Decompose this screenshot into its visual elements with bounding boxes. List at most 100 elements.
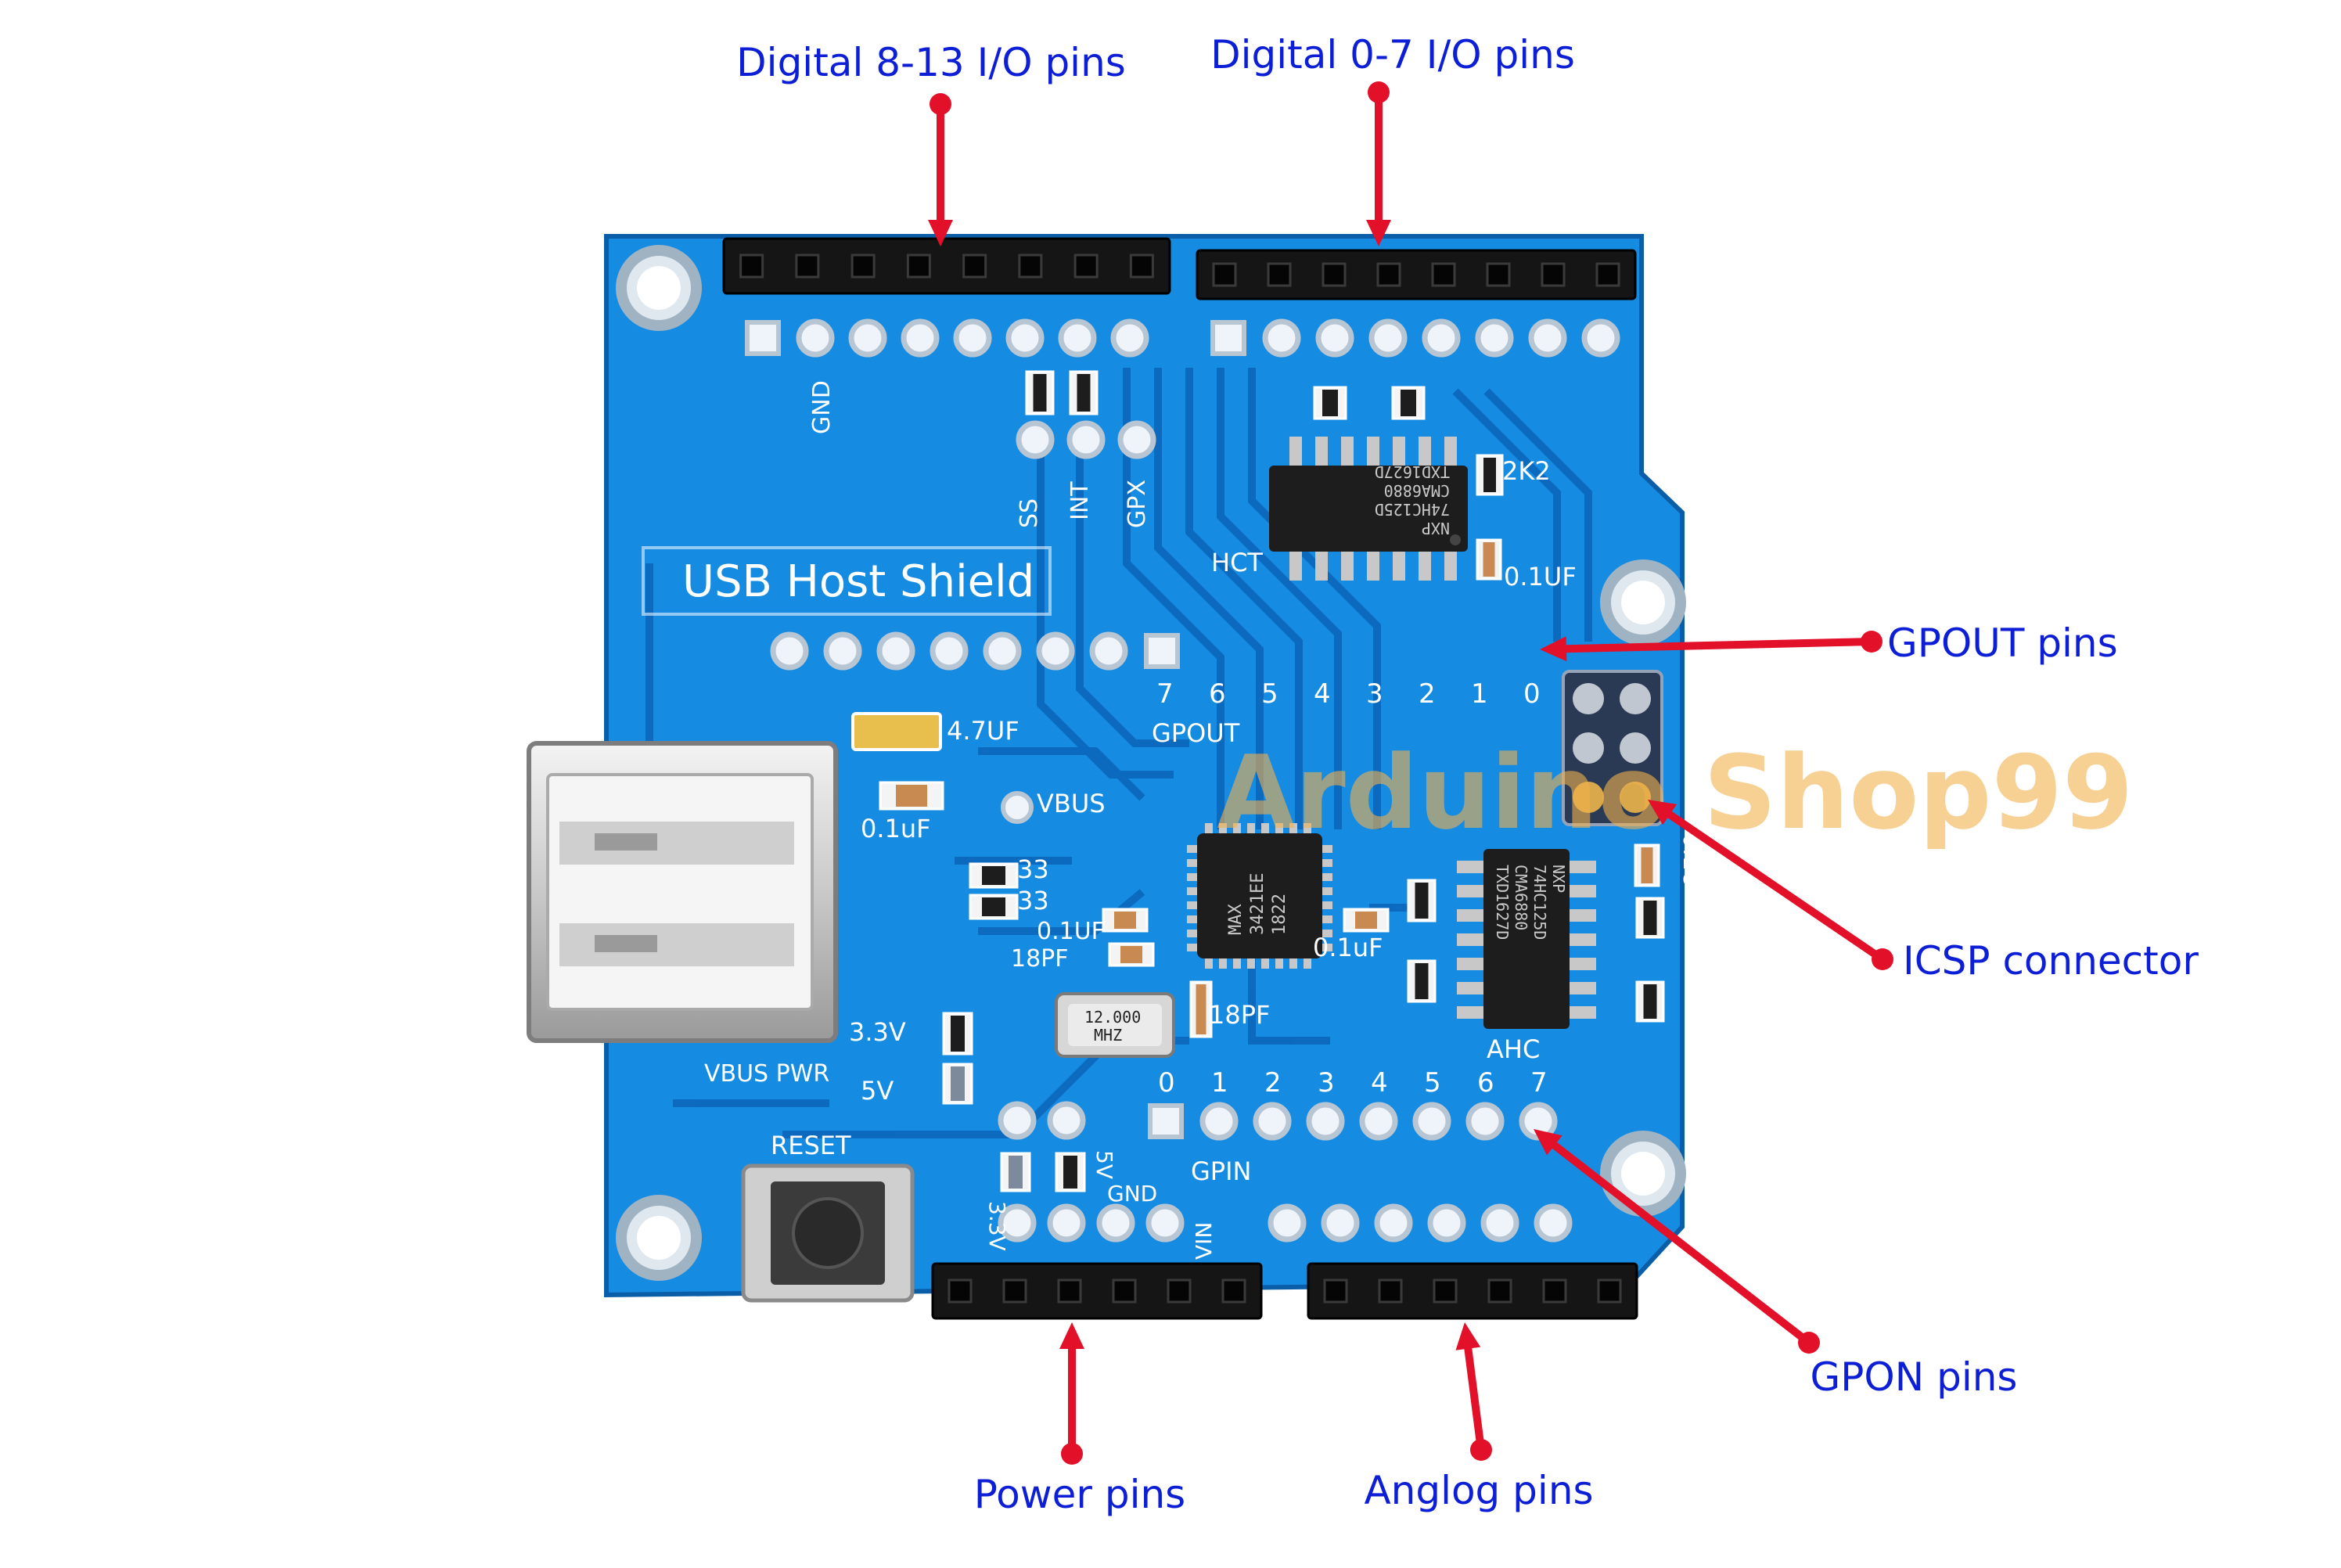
chip-max-pin — [1205, 956, 1213, 969]
pads-analog-pad — [1534, 1203, 1573, 1243]
chip-max-pin — [1187, 887, 1199, 895]
header-analog-body — [1307, 1262, 1638, 1320]
silk-pwr-33v: 3.3V — [984, 1201, 1010, 1251]
pads-power-jumper-pad — [998, 1101, 1037, 1140]
silk-33v: 3.3V — [849, 1017, 906, 1047]
chip-u1-text-2: 74HC125D — [1375, 500, 1450, 519]
silk-vbus-pwr: VBUS PWR — [704, 1060, 829, 1088]
silk-5v: 5V — [861, 1076, 894, 1106]
header-digital-8-13-socket — [795, 254, 820, 279]
header-analog-socket — [1597, 1278, 1622, 1304]
chip-u2-pin — [1457, 958, 1485, 970]
header-analog-socket — [1378, 1278, 1403, 1304]
watermark-text: Arduino Shop99 — [1217, 733, 2133, 852]
chip-u2-pin — [1457, 1006, 1485, 1019]
pads-analog-pad — [1268, 1203, 1307, 1243]
chip-u2-pin — [1568, 982, 1596, 994]
pad-vbus — [1001, 791, 1034, 824]
arrow-gpout-line — [1562, 638, 1875, 653]
chip-u1-pin — [1315, 437, 1328, 468]
chip-max-pin — [1320, 915, 1332, 923]
header-digital-0-7-socket — [1267, 262, 1292, 287]
pads-gpout-pad — [1036, 631, 1075, 671]
chip-max3421ee: MAX 3421EE 1822 — [1187, 823, 1332, 969]
silk-ss: SS — [1016, 498, 1043, 528]
pads-digital-0-7-pad — [1262, 318, 1301, 358]
chip-u2-pin — [1568, 861, 1596, 873]
pads-analog-pad — [1374, 1203, 1413, 1243]
bottom-headers — [931, 1262, 1638, 1320]
smd-component-body — [951, 1016, 965, 1052]
chip-max-text-3: 1822 — [1270, 894, 1289, 935]
chip-u1-pin — [1393, 549, 1405, 581]
header-power-socket — [1057, 1278, 1082, 1304]
silk-pwr-5v: 5V — [1091, 1150, 1117, 1179]
smd-component-body — [1643, 901, 1657, 935]
silk-47uf: 4.7UF — [947, 716, 1019, 746]
smd-component-body — [1009, 1156, 1023, 1189]
pads-power-pad — [1145, 1203, 1185, 1243]
chip-max-pin — [1289, 823, 1297, 836]
gpin-number: 2 — [1264, 1067, 1282, 1099]
pads-gpin-pad — [1199, 1102, 1239, 1141]
callout-arrows — [928, 81, 1893, 1465]
arrow-analog-line — [1464, 1344, 1485, 1454]
silk-gpout: GPOUT — [1152, 718, 1240, 748]
gpout-number: 5 — [1261, 678, 1278, 710]
usb-a-connector — [527, 741, 838, 1043]
pads-digital-8-13-pad — [796, 318, 835, 358]
chip-max-pin — [1219, 956, 1227, 969]
gpout-number: 0 — [1523, 678, 1541, 710]
chip-u1-pin — [1367, 549, 1379, 581]
chip-u2-pin — [1457, 933, 1485, 946]
icsp-connector — [1562, 670, 1663, 826]
silk-33-a: 33 — [1017, 854, 1049, 884]
chip-max-pin — [1205, 823, 1213, 836]
arrow-digital-0-7-head — [1366, 220, 1391, 246]
header-digital-8-13-socket — [1129, 254, 1154, 279]
header-digital-0-7-body — [1196, 249, 1637, 300]
chip-74hc125d-right: NXP 74HC125D CMA6880 TXD1627D — [1457, 849, 1596, 1029]
smd-component-body — [1063, 1156, 1077, 1189]
silk-vbus: VBUS — [1037, 789, 1106, 818]
silk-18pf-b: 18PF — [1209, 1000, 1270, 1030]
header-digital-8-13-socket — [1073, 254, 1099, 279]
gpout-number: 1 — [1471, 678, 1488, 710]
smd-capacitor-body — [896, 785, 927, 807]
chip-u1-pin — [1444, 549, 1457, 581]
silk-hct: HCT — [1211, 548, 1263, 577]
header-digital-8-13-socket — [906, 254, 931, 279]
gpin-number: 7 — [1530, 1067, 1548, 1099]
chip-max-pin — [1219, 823, 1227, 836]
header-digital-0-7-socket — [1541, 262, 1566, 287]
pads-digital-8-13-pad — [1058, 318, 1097, 358]
smd-component-body — [1415, 963, 1429, 999]
arrow-analog-head — [1455, 1322, 1481, 1350]
pads-digital-0-7-pad — [1368, 318, 1408, 358]
header-digital-0-7-socket — [1376, 262, 1401, 287]
chip-u2-pin — [1457, 861, 1485, 873]
chip-u2-pin — [1568, 1006, 1596, 1019]
chip-u2-pin — [1568, 958, 1596, 970]
chip-u2-text-2: 74HC125D — [1530, 865, 1549, 940]
label-digital-8-13: Digital 8-13 I/O pins — [736, 40, 1126, 85]
chip-u1-text-1: NXP — [1422, 519, 1450, 538]
tantalum-capacitor — [851, 712, 942, 751]
chip-u2-text-1: NXP — [1549, 865, 1568, 893]
chip-u2-pin — [1457, 885, 1485, 897]
title-silk-box — [642, 546, 1052, 616]
chip-max-text-1: MAX — [1226, 904, 1246, 935]
chip-u2-text-3: CMA6880 — [1512, 865, 1530, 930]
arrow-gpon-line — [1550, 1141, 1813, 1347]
crystal-text-2: MHZ — [1094, 1026, 1122, 1045]
header-power-socket — [1002, 1278, 1027, 1304]
chip-max-pin — [1320, 873, 1332, 881]
gpin-number: 4 — [1371, 1067, 1388, 1099]
smd-resistor-2k2-body — [1483, 458, 1496, 492]
chip-max-pin — [1247, 823, 1255, 836]
gpin-number: 6 — [1477, 1067, 1494, 1099]
chip-max-pin — [1187, 845, 1199, 853]
crystal-text-1: 12.000 — [1084, 1008, 1141, 1027]
chip-u2-text-4: TXD1627D — [1493, 865, 1512, 940]
